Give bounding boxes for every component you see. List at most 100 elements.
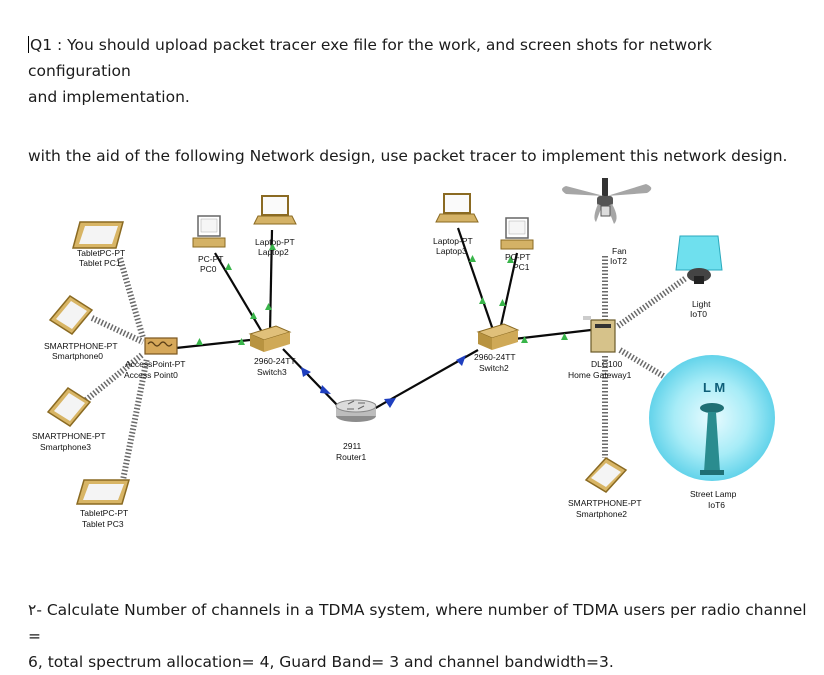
gateway-type: DLC100 xyxy=(591,359,622,369)
status-up-triangle xyxy=(269,243,276,250)
gateway-name: Home Gateway1 xyxy=(568,370,632,380)
pc0-name: PC0 xyxy=(200,264,217,274)
pc0-type: PC-PT xyxy=(198,254,224,264)
access-point-name: Access Point0 xyxy=(124,370,178,380)
svg-text:SMARTPHONE-PT: SMARTPHONE-PT xyxy=(568,498,642,508)
smartphone0-type: SMARTPHONE-PT xyxy=(44,341,118,351)
tablet-pc1-name: Tablet PC1 xyxy=(79,258,121,268)
svg-text:PC-PT: PC-PT xyxy=(505,252,531,262)
svg-text:Tablet PC3: Tablet PC3 xyxy=(82,519,124,529)
question-2: ٢- Calculate Number of channels in a TDM… xyxy=(28,597,808,675)
tablet-pc3-name: Tablet PC3 xyxy=(82,519,124,529)
svg-text:IoT0: IoT0 xyxy=(690,309,707,319)
svg-text:SMARTPHONE-PT: SMARTPHONE-PT xyxy=(44,341,118,351)
laptop3-name: Laptop3 xyxy=(436,246,467,256)
laptop3-type: Laptop-PT xyxy=(433,236,473,246)
svg-text:Home Gateway1: Home Gateway1 xyxy=(568,370,632,380)
svg-text:Switch3: Switch3 xyxy=(257,367,287,377)
status-up-triangle xyxy=(196,338,203,345)
svg-text:Laptop3: Laptop3 xyxy=(436,246,467,256)
svg-text:Light: Light xyxy=(692,299,711,309)
svg-text:IoT6: IoT6 xyxy=(708,500,725,510)
street-lamp-name: IoT6 xyxy=(708,500,725,510)
smartphone3-name: Smartphone3 xyxy=(40,442,91,452)
text-cursor xyxy=(28,36,29,53)
status-up-triangle xyxy=(521,336,528,343)
link-status-up xyxy=(196,243,568,345)
svg-text:AccessPoint-PT: AccessPoint-PT xyxy=(125,359,185,369)
question-2-line-1: ٢- Calculate Number of channels in a TDM… xyxy=(28,601,807,645)
router-type: 2911 xyxy=(343,441,362,451)
pc0-icon xyxy=(192,215,226,248)
access-point-icon xyxy=(144,337,178,355)
svg-text:Laptop-PT: Laptop-PT xyxy=(433,236,473,246)
svg-text:Street Lamp: Street Lamp xyxy=(690,489,737,499)
smartphone3-icon xyxy=(46,387,92,427)
svg-text:2911: 2911 xyxy=(343,441,362,451)
svg-text:TabletPC-PT: TabletPC-PT xyxy=(77,248,125,258)
switch2-name: Switch2 xyxy=(479,363,509,373)
pc1-name: PC1 xyxy=(513,262,530,272)
wireless-link-tablet-pc3 xyxy=(119,357,150,486)
switch3-type: 2960-24TT xyxy=(254,356,296,366)
question-1-line-2: and implementation. xyxy=(28,88,190,106)
switch2-icon xyxy=(476,323,520,350)
switch3-icon xyxy=(248,325,292,352)
wireless-link-smartphone0 xyxy=(90,315,145,345)
router-icon xyxy=(335,399,377,422)
svg-text:Laptop2: Laptop2 xyxy=(258,247,289,257)
light-icon xyxy=(675,235,723,284)
svg-text:Fan: Fan xyxy=(612,246,627,256)
svg-text:TabletPC-PT: TabletPC-PT xyxy=(80,508,128,518)
status-down-triangle xyxy=(456,355,466,366)
status-up-triangle xyxy=(238,338,245,345)
status-up-triangle xyxy=(225,263,232,270)
svg-text:DLC100: DLC100 xyxy=(591,359,622,369)
device-labels: TabletPC-PT Tablet PC1 PC-PT PC0 Laptop-… xyxy=(32,236,737,529)
status-down-triangle xyxy=(320,385,331,394)
light-name: IoT0 xyxy=(690,309,707,319)
link-laptop3-switch2 xyxy=(456,227,495,331)
link-ap-switch3 xyxy=(175,338,251,350)
svg-text:SMARTPHONE-PT: SMARTPHONE-PT xyxy=(32,431,106,441)
router-name: Router1 xyxy=(336,452,367,462)
smartphone2-name: Smartphone2 xyxy=(576,509,627,519)
pc1-type: PC-PT xyxy=(505,252,531,262)
pc1-icon xyxy=(500,217,534,250)
street-lamp-glyph: L M xyxy=(703,380,725,395)
link-pc0-switch3 xyxy=(214,252,263,333)
svg-text:Laptop-PT: Laptop-PT xyxy=(255,237,295,247)
status-up-triangle xyxy=(499,299,506,306)
laptop2-name: Laptop2 xyxy=(258,247,289,257)
tablet-pc3-icon xyxy=(76,479,130,505)
wireless-links xyxy=(84,256,692,486)
tablet-pc1-type: TabletPC-PT xyxy=(77,248,125,258)
status-up-triangle xyxy=(479,297,486,304)
svg-text:Smartphone2: Smartphone2 xyxy=(576,509,627,519)
question-1-line-1: Q1 : You should upload packet tracer exe… xyxy=(28,36,713,80)
intro-paragraph: with the aid of the following Network de… xyxy=(28,147,788,165)
smartphone0-name: Smartphone0 xyxy=(52,351,103,361)
smartphone0-icon xyxy=(48,295,94,335)
fan-name: IoT2 xyxy=(610,256,627,266)
tablet-pc1-icon xyxy=(72,221,124,249)
smartphone2-type: SMARTPHONE-PT xyxy=(568,498,642,508)
svg-text:Tablet PC1: Tablet PC1 xyxy=(79,258,121,268)
wireless-link-light xyxy=(616,275,688,329)
street-lamp-icon: L M xyxy=(649,355,775,481)
laptop2-icon xyxy=(253,195,297,225)
svg-text:PC-PT: PC-PT xyxy=(198,254,224,264)
svg-text:IoT2: IoT2 xyxy=(610,256,627,266)
svg-text:PC0: PC0 xyxy=(200,264,217,274)
svg-text:2960-24TT: 2960-24TT xyxy=(474,352,516,362)
home-gateway-icon xyxy=(583,316,616,353)
svg-text:Smartphone0: Smartphone0 xyxy=(52,351,103,361)
status-up-triangle xyxy=(469,255,476,262)
link-switch2-gateway xyxy=(513,328,592,341)
link-switch3-router xyxy=(282,348,341,409)
smartphone2-icon xyxy=(584,457,628,493)
smartphone3-type: SMARTPHONE-PT xyxy=(32,431,106,441)
svg-text:PC1: PC1 xyxy=(513,262,530,272)
question-2-line-2: 6, total spectrum allocation= 4, Guard B… xyxy=(28,653,614,671)
